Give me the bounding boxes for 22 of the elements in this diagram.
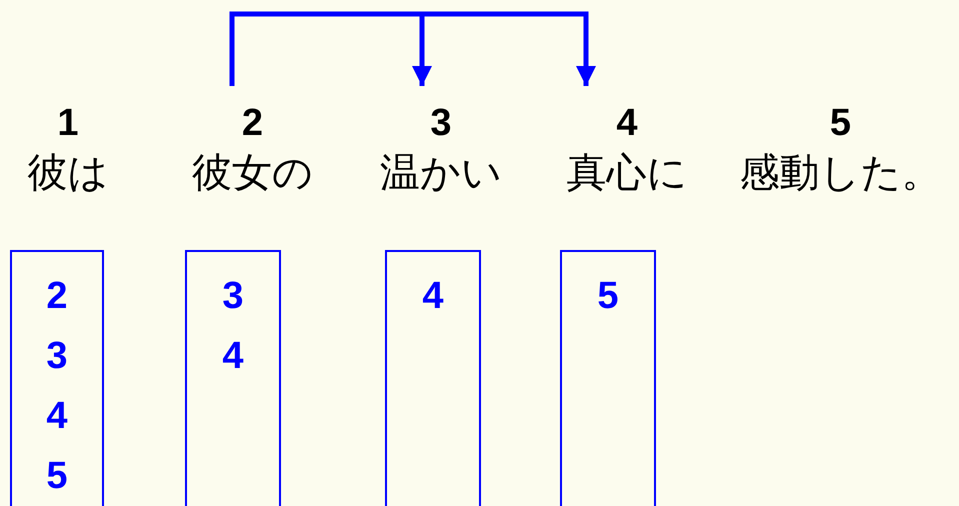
word-number: 5	[828, 101, 852, 146]
candidate-number: 2	[45, 274, 69, 319]
candidate-number: 4	[221, 334, 245, 379]
word-text: 真心に	[566, 150, 688, 197]
candidate-number: 3	[45, 334, 69, 379]
word-number: 4	[615, 101, 639, 146]
word-number: 2	[240, 101, 264, 146]
candidate-number: 5	[596, 274, 620, 319]
candidate-number: 3	[221, 274, 245, 319]
candidate-box	[10, 250, 104, 506]
candidate-number: 4	[421, 274, 445, 319]
candidate-box	[185, 250, 281, 506]
candidate-number: 4	[45, 394, 69, 439]
candidate-number: 5	[45, 454, 69, 499]
word-text: 温かい	[379, 150, 503, 197]
word-text: 感動した。	[738, 150, 942, 197]
word-number: 1	[56, 101, 80, 146]
candidate-box	[385, 250, 481, 506]
word-text: 彼は	[26, 150, 110, 197]
word-number: 3	[429, 101, 453, 146]
candidate-box	[560, 250, 656, 506]
word-text: 彼女の	[191, 150, 314, 197]
